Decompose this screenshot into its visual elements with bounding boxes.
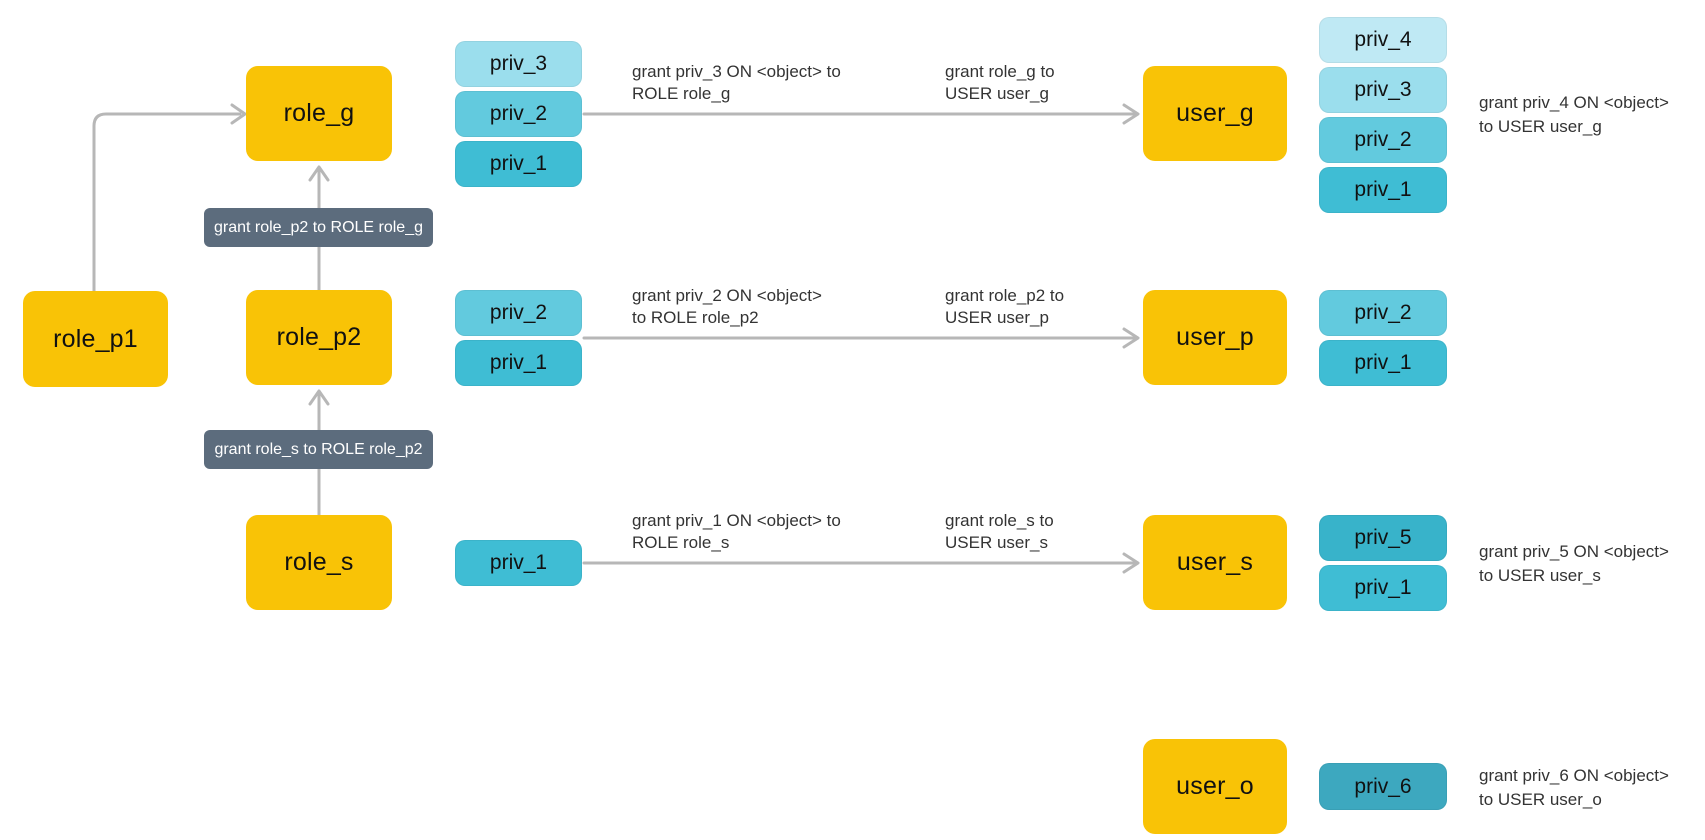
- annotation-line: ROLE role_s: [632, 533, 730, 552]
- node-user_g: user_g: [1143, 66, 1287, 161]
- annotation-row4-right: grant priv_6 ON <object> to USER user_o: [1479, 764, 1669, 812]
- node-role_g: role_g: [246, 66, 392, 161]
- priv-box-user_s-priv_5: priv_5: [1319, 515, 1447, 561]
- annotation-row1-right: grant priv_4 ON <object> to USER user_g: [1479, 91, 1669, 139]
- annotation-line: grant priv_5 ON <object>: [1479, 542, 1669, 561]
- annotation-line: grant role_g to: [945, 62, 1055, 81]
- node-user_p: user_p: [1143, 290, 1287, 385]
- annotation-line: grant priv_2 ON <object>: [632, 286, 822, 305]
- arrowhead-role_p1-to-role_g: [230, 103, 247, 125]
- grant-label-role_p2-to-role_g: grant role_p2 to ROLE role_g: [204, 208, 433, 247]
- annotation-line: grant role_p2 to: [945, 286, 1065, 305]
- priv-box-user_s-priv_1: priv_1: [1319, 565, 1447, 611]
- annotation-line: grant priv_6 ON <object>: [1479, 766, 1669, 785]
- priv-box-user_p-priv_2: priv_2: [1319, 290, 1447, 336]
- priv-box-user_o-priv_6: priv_6: [1319, 763, 1447, 810]
- arrowhead-row1-to-user_g: [1122, 103, 1140, 125]
- priv-box-user_g-priv_1: priv_1: [1319, 167, 1447, 213]
- priv-box-user_g-priv_4: priv_4: [1319, 17, 1447, 63]
- annotation-line: to ROLE role_p2: [632, 308, 759, 327]
- arrow-role_p1-to-role_g: [92, 112, 242, 293]
- arrowhead-row3-to-user_s: [1122, 552, 1140, 574]
- priv-box-role_g-priv_1: priv_1: [455, 141, 582, 187]
- priv-box-user_p-priv_1: priv_1: [1319, 340, 1447, 386]
- annotation-row3-left: grant priv_1 ON <object> to ROLE role_s: [632, 510, 841, 554]
- annotation-row3-right: grant priv_5 ON <object> to USER user_s: [1479, 540, 1669, 588]
- annotation-line: ROLE role_g: [632, 84, 731, 103]
- annotation-line: USER user_p: [945, 308, 1049, 327]
- annotation-row2-left: grant priv_2 ON <object> to ROLE role_p2: [632, 285, 822, 329]
- annotation-line: USER user_g: [945, 84, 1049, 103]
- grant-label-role_s-to-role_p2: grant role_s to ROLE role_p2: [204, 430, 433, 469]
- annotation-row1-left: grant priv_3 ON <object> to ROLE role_g: [632, 61, 841, 105]
- annotation-line: to USER user_g: [1479, 117, 1602, 136]
- annotation-line: grant role_s to: [945, 511, 1054, 530]
- arrowhead-role_s-to-role_p2: [308, 389, 330, 406]
- annotation-row1-mid: grant role_g to USER user_g: [945, 61, 1055, 105]
- annotation-line: to USER user_o: [1479, 790, 1602, 809]
- annotation-line: grant priv_1 ON <object> to: [632, 511, 841, 530]
- priv-box-role_g-priv_3: priv_3: [455, 41, 582, 87]
- priv-box-role_s-priv_1: priv_1: [455, 540, 582, 586]
- priv-box-role_g-priv_2: priv_2: [455, 91, 582, 137]
- node-user_s: user_s: [1143, 515, 1287, 610]
- annotation-line: to USER user_s: [1479, 566, 1601, 585]
- annotation-line: USER user_s: [945, 533, 1048, 552]
- arrowhead-row2-to-user_p: [1122, 327, 1140, 349]
- priv-box-user_g-priv_3: priv_3: [1319, 67, 1447, 113]
- node-role_s: role_s: [246, 515, 392, 610]
- node-role_p2: role_p2: [246, 290, 392, 385]
- annotation-line: grant priv_3 ON <object> to: [632, 62, 841, 81]
- arrowhead-role_p2-to-role_g: [308, 165, 330, 182]
- node-user_o: user_o: [1143, 739, 1287, 834]
- priv-box-role_p2-priv_2: priv_2: [455, 290, 582, 336]
- node-role_p1: role_p1: [23, 291, 168, 387]
- priv-box-user_g-priv_2: priv_2: [1319, 117, 1447, 163]
- annotation-line: grant priv_4 ON <object>: [1479, 93, 1669, 112]
- annotation-row3-mid: grant role_s to USER user_s: [945, 510, 1054, 554]
- annotation-row2-mid: grant role_p2 to USER user_p: [945, 285, 1064, 329]
- priv-box-role_p2-priv_1: priv_1: [455, 340, 582, 386]
